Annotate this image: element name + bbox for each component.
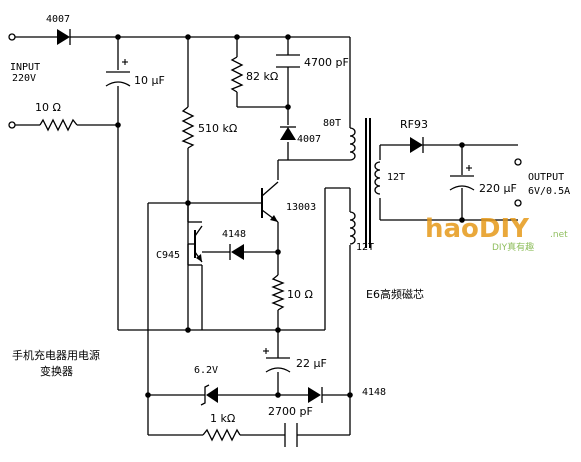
label-13003: 13003 [286, 202, 316, 213]
label-r-510k: 510 kΩ [198, 122, 237, 135]
resistor-82k [230, 56, 244, 93]
title-line-1: 手机充电器用电源 [12, 348, 100, 362]
label-12t-feedback: 12T [356, 242, 374, 253]
label-r-1k: 1 kΩ [210, 412, 235, 425]
logo-subtitle: DIY真有趣 [492, 241, 534, 253]
transistor-c945 [187, 225, 203, 265]
diode-4148-bottom [308, 387, 323, 403]
label-diode-input: 4007 [46, 14, 70, 25]
label-c-4700: 4700 pF [304, 56, 349, 69]
capacitor-2700pf [284, 423, 298, 447]
label-4148-bottom: 4148 [362, 387, 386, 398]
label-80t: 80T [323, 118, 341, 129]
label-zener: 6.2V [194, 365, 218, 376]
zener-6v2 [200, 384, 218, 406]
label-core: E6高频磁芯 [366, 287, 424, 301]
transformer-core [365, 118, 371, 248]
transformer-feedback-12t [349, 188, 356, 245]
label-output-1: OUTPUT [528, 172, 564, 183]
haodiy-logo: haoDIY .net DIY真有趣 [425, 214, 568, 253]
transformer-primary-80t [349, 127, 356, 161]
capacitor-10uf [105, 59, 131, 87]
diode-4007-input [57, 29, 71, 45]
label-input-2: 220V [12, 73, 36, 84]
label-rf93: RF93 [400, 118, 428, 131]
logo-net: .net [550, 230, 568, 240]
label-diode-snubber: 4007 [297, 134, 321, 145]
terminals [8, 33, 522, 207]
title-line-2: 变换器 [40, 364, 73, 378]
junction-dots [115, 34, 465, 398]
diode-4007-snubber [280, 126, 296, 140]
label-c1: 10 μF [134, 74, 165, 87]
logo-text: haoDIY [425, 214, 530, 244]
resistor-10-ohm-emitter [271, 274, 285, 311]
label-output-2: 6V/0.5A [528, 186, 570, 197]
label-r-in: 10 Ω [35, 101, 61, 114]
resistor-10-ohm-input [39, 118, 78, 132]
resistor-510k [181, 106, 195, 149]
label-c-220: 220 μF [479, 182, 517, 195]
label-input-1: INPUT [10, 62, 40, 73]
capacitor-4700pf [276, 54, 300, 68]
diode-4148-base [229, 244, 244, 260]
transformer-secondary-12t [374, 161, 381, 195]
label-r-10: 10 Ω [287, 288, 313, 301]
transistor-13003 [261, 181, 279, 223]
diode-rf93 [410, 137, 424, 153]
label-c-2700: 2700 pF [268, 405, 313, 418]
label-c-22: 22 μF [296, 357, 327, 370]
label-r-82k: 82 kΩ [246, 70, 278, 83]
label-c945: C945 [156, 250, 180, 261]
capacitor-22uf [263, 345, 291, 373]
label-4148-base: 4148 [222, 229, 246, 240]
resistor-1k [202, 428, 241, 442]
label-12t-secondary: 12T [387, 172, 405, 183]
capacitor-220uf [449, 165, 475, 191]
